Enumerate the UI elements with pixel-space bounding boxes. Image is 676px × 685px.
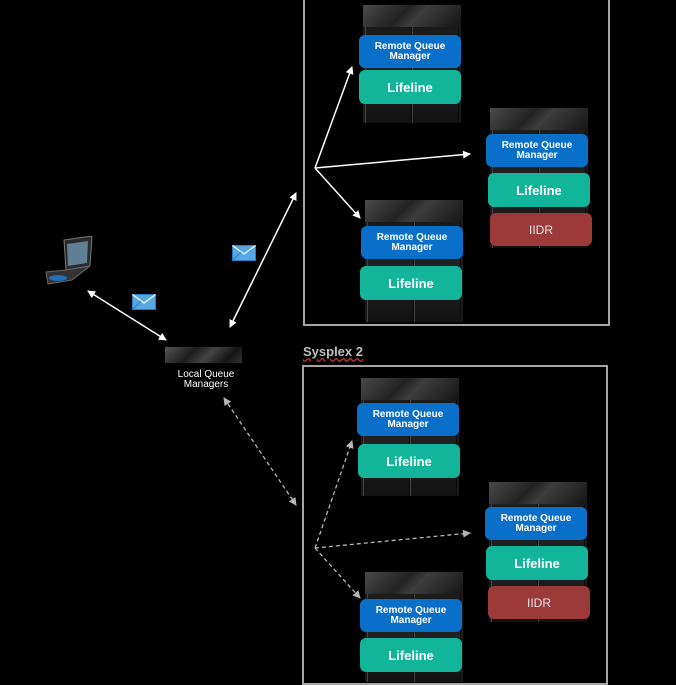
lifeline-box: Lifeline <box>360 638 462 672</box>
envelope-icon <box>132 294 156 310</box>
lifeline-box: Lifeline <box>488 173 590 207</box>
link-local-qm-to-sysplex2 <box>223 397 297 506</box>
iidr-box: IIDR <box>488 586 590 619</box>
remote-queue-manager-box: Remote Queue Manager <box>361 226 463 259</box>
lifeline-box: Lifeline <box>486 546 588 580</box>
remote-queue-manager-box: Remote Queue Manager <box>485 507 587 540</box>
remote-queue-manager-box: Remote Queue Manager <box>357 403 459 436</box>
iidr-box: IIDR <box>490 213 592 246</box>
remote-queue-manager-box: Remote Queue Manager <box>360 599 462 632</box>
sysplex-1-box <box>303 0 610 326</box>
remote-queue-manager-box: Remote Queue Manager <box>359 35 461 68</box>
server-tower-icon <box>365 200 463 322</box>
lifeline-box: Lifeline <box>358 444 460 478</box>
lifeline-box: Lifeline <box>359 70 461 104</box>
local-queue-manager-server-icon <box>165 347 242 363</box>
server-tower-icon <box>361 378 459 496</box>
laptop-icon <box>45 236 93 285</box>
envelope-icon <box>232 245 256 261</box>
local-queue-managers-label: Local Queue Managers <box>177 369 235 390</box>
lifeline-box: Lifeline <box>360 266 462 300</box>
sysplex-2-label: Sysplex 2 <box>303 344 363 359</box>
remote-queue-manager-box: Remote Queue Manager <box>486 134 588 167</box>
